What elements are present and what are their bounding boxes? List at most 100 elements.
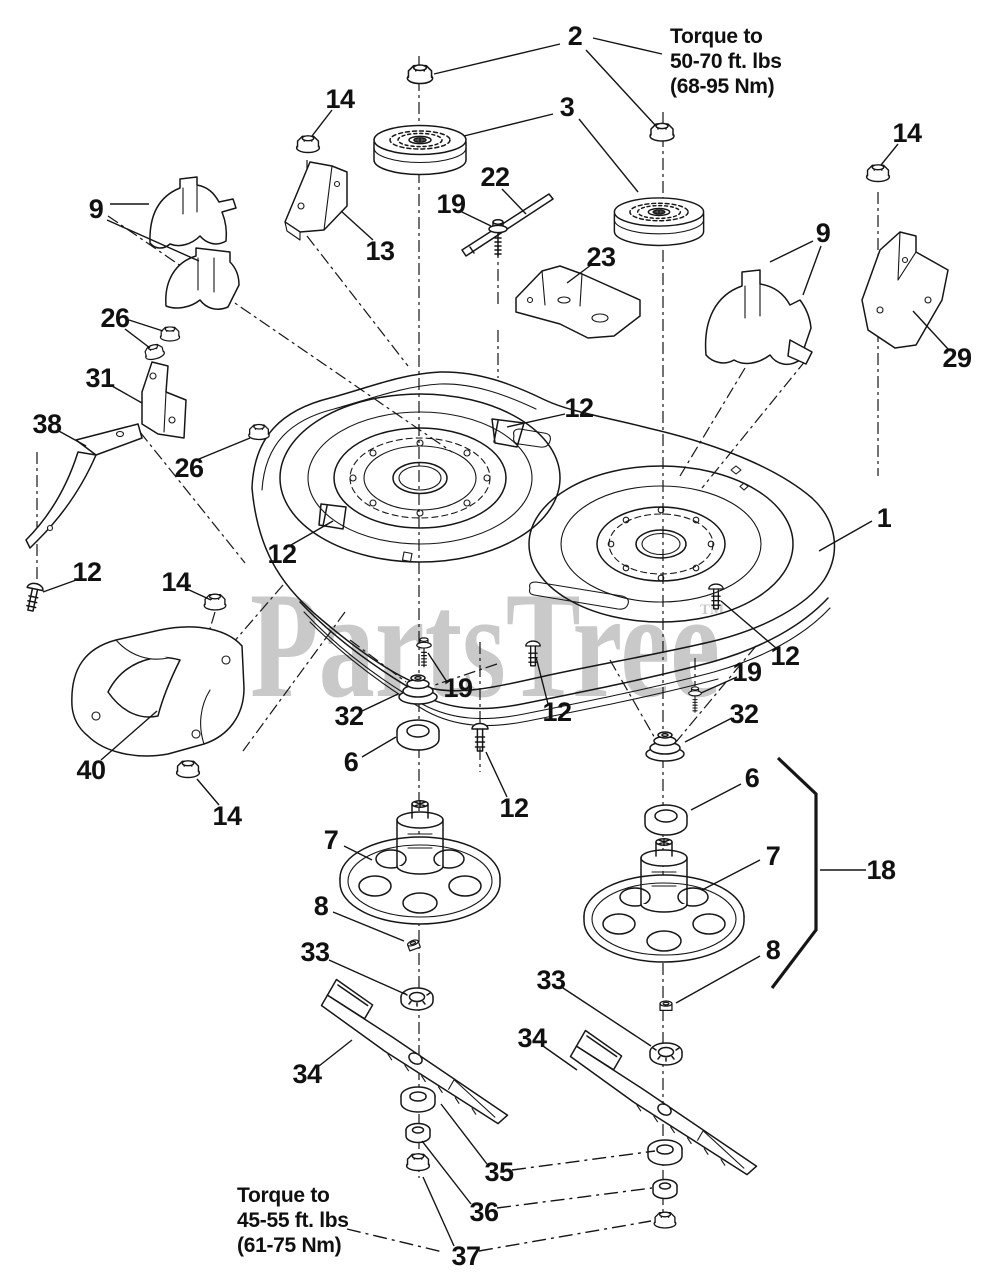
- callout-22: 22: [480, 162, 509, 192]
- part-nut-2: [406, 64, 434, 85]
- callout-12: 12: [72, 557, 101, 587]
- callout-leader: [186, 588, 212, 601]
- callout-leader: [332, 911, 405, 942]
- callout-leader: [769, 240, 814, 263]
- callout-leader: [427, 652, 448, 683]
- deck-hole: [401, 551, 413, 563]
- watermark: PartsTree TM: [250, 561, 724, 729]
- callout-leader: [542, 1045, 578, 1071]
- callout-leader: [128, 319, 164, 332]
- watermark-text: PartsTree: [250, 561, 720, 729]
- callout-leader: [461, 211, 492, 227]
- callout-leader: [506, 413, 566, 428]
- part-nut-2: [649, 122, 675, 142]
- callout-19: 19: [443, 673, 473, 703]
- callout-7: 7: [324, 825, 339, 855]
- callout-9: 9: [89, 194, 104, 224]
- torque-note-line: 50-70 ft. lbs: [670, 50, 782, 73]
- callout-leader: [56, 429, 87, 447]
- callout-leader: [106, 219, 200, 262]
- part-washer-35: [647, 1139, 683, 1166]
- part-spacer-36: [405, 1122, 431, 1144]
- torque-note-line: 45-55 ft. lbs: [237, 1209, 349, 1232]
- callout-14: 14: [892, 118, 922, 148]
- callout-33: 33: [536, 965, 566, 995]
- callout-29: 29: [942, 343, 972, 373]
- callout-leader: [818, 520, 873, 552]
- callout-2: 2: [568, 21, 583, 51]
- torque-note-top: Torque to 50-70 ft. lbs (68-95 Nm): [670, 24, 782, 99]
- part-belt-guard-upper-left: [149, 176, 237, 249]
- callout-leader: [463, 113, 554, 137]
- callout-12: 12: [564, 393, 593, 423]
- callout-26: 26: [100, 303, 130, 333]
- deck-slot: [513, 428, 551, 448]
- part-nut-14: [295, 135, 321, 154]
- callout-leader: [100, 710, 158, 761]
- callout-32: 32: [334, 701, 363, 731]
- callout-31: 31: [85, 363, 115, 393]
- callout-3: 3: [560, 92, 575, 122]
- callout-leader: [196, 778, 220, 806]
- callout-19: 19: [732, 657, 762, 687]
- callout-leader: [485, 751, 508, 798]
- callout-leader: [311, 109, 333, 137]
- callout-leader: [361, 736, 397, 758]
- callout-12: 12: [267, 539, 296, 569]
- callout-8: 8: [766, 935, 781, 965]
- callout-leader: [690, 783, 742, 811]
- part-spindle-7: [583, 838, 745, 963]
- callout-leader: [675, 955, 761, 1004]
- callout-35: 35: [484, 1157, 514, 1187]
- callout-leader: [578, 118, 639, 193]
- callout-leader: [340, 210, 374, 241]
- torque-note-line: (61-75 Nm): [237, 1234, 342, 1257]
- part-pulley-3: [373, 124, 467, 176]
- deck-tab: [491, 418, 525, 448]
- callout-leader: [124, 328, 151, 349]
- part-bolt-12: [471, 722, 489, 752]
- torque-note-line: Torque to: [237, 1184, 330, 1207]
- callout-leader: [720, 600, 777, 649]
- deck-marks: [730, 465, 749, 491]
- part-guard-40: [71, 626, 245, 757]
- callout-7: 7: [766, 841, 781, 871]
- part-bracket-23: [515, 265, 641, 339]
- callout-leader: [684, 717, 733, 743]
- callout-leader: [198, 437, 251, 460]
- part-bolt-12: [21, 581, 45, 613]
- callout-32: 32: [729, 699, 758, 729]
- callout-36: 36: [469, 1197, 499, 1227]
- callout-12: 12: [542, 697, 571, 727]
- callout-34: 34: [292, 1059, 322, 1089]
- callout-6: 6: [745, 763, 760, 793]
- callout-leader: [42, 578, 80, 593]
- callout-leader: [478, 1220, 652, 1252]
- callout-23: 23: [586, 242, 616, 272]
- part-nut-14: [175, 760, 201, 779]
- part-bearing-6: [644, 804, 688, 836]
- callout-14: 14: [325, 84, 355, 114]
- part-cone-washer-32: [645, 731, 685, 762]
- callout-33: 33: [300, 937, 330, 967]
- callout-leader: [700, 676, 738, 694]
- part-pulley-3: [613, 197, 705, 247]
- part-nut-14: [865, 164, 891, 183]
- part-nut-37: [405, 1153, 431, 1172]
- part-washer-33: [400, 987, 434, 1011]
- left-dome-bolt-holes: [349, 439, 491, 517]
- callout-26: 26: [174, 453, 204, 483]
- callout-12: 12: [499, 793, 528, 823]
- part-belt-guard-right: [704, 269, 813, 366]
- part-bracket-31: [141, 361, 187, 439]
- part-washer-35: [400, 1086, 436, 1113]
- deck-reinforcement: [528, 581, 629, 610]
- callout-8: 8: [314, 891, 329, 921]
- callout-14: 14: [212, 801, 242, 831]
- part-nut-14: [203, 593, 227, 611]
- callout-leader: [318, 1039, 353, 1067]
- part-strap-38: [25, 423, 143, 549]
- part-rod-22: [461, 193, 554, 257]
